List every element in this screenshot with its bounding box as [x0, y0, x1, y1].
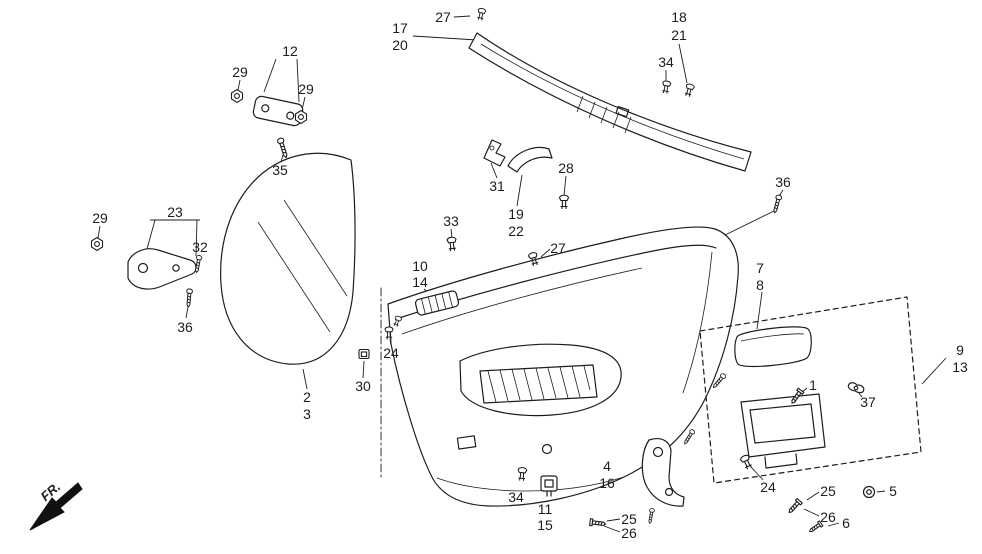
callout-6: 6 — [842, 515, 850, 531]
callout-25: 25 — [820, 483, 836, 499]
panel-cutout — [456, 435, 477, 450]
screw-36-b — [771, 193, 783, 214]
garnish-19-22 — [507, 146, 553, 173]
callout-28: 28 — [558, 160, 574, 176]
callout-3: 3 — [303, 406, 311, 422]
callout-36: 36 — [177, 319, 193, 335]
callout-20: 20 — [392, 37, 408, 53]
pocket-box — [740, 393, 826, 469]
callout-15: 15 — [537, 517, 553, 533]
callout-17: 17 — [392, 20, 408, 36]
callout-29: 29 — [298, 81, 314, 97]
clip-27-top — [475, 7, 487, 22]
callout-11: 11 — [537, 501, 553, 517]
part-11-15 — [540, 475, 558, 497]
callout-19: 19 — [508, 206, 524, 222]
callout-7: 7 — [756, 260, 764, 276]
callout-27: 27 — [435, 9, 451, 25]
quarter-trim-panel — [387, 226, 739, 507]
callout-12: 12 — [282, 43, 298, 59]
screw-25-26-b — [786, 497, 803, 516]
pocket-opening — [479, 364, 598, 404]
grille-10-14 — [414, 290, 460, 316]
callout-26: 26 — [820, 509, 836, 525]
striker-12 — [252, 95, 304, 127]
clip-34-top — [660, 79, 672, 95]
callout-31: 31 — [489, 178, 505, 194]
callout-24: 24 — [383, 345, 399, 361]
callout-2: 2 — [303, 389, 311, 405]
clip-33 — [446, 236, 458, 252]
bracket-31 — [483, 139, 506, 167]
callout-30: 30 — [355, 378, 371, 394]
panel-hole — [541, 443, 553, 455]
grommet-5 — [862, 485, 876, 499]
screw-25-26-a2 — [646, 507, 656, 525]
c-pillar-garnish — [468, 32, 752, 172]
bracket-4-16 — [641, 438, 685, 507]
nut-29-a — [230, 88, 244, 104]
speaker-pocket-assembly — [699, 296, 922, 535]
callout-8: 8 — [756, 277, 764, 293]
callout-16: 16 — [599, 475, 615, 491]
armrest — [459, 343, 622, 417]
callout-36: 36 — [775, 174, 791, 190]
callout-35: 35 — [272, 162, 288, 178]
nut-29-b — [294, 109, 308, 125]
callout-23: 23 — [167, 204, 183, 220]
assembly-boundary — [699, 296, 922, 484]
clip-18-21 — [683, 82, 696, 98]
nut-29-c — [90, 236, 104, 252]
callout-32: 32 — [192, 239, 208, 255]
callout-27: 27 — [550, 240, 566, 256]
callout-18: 18 — [671, 9, 687, 25]
callout-14: 14 — [412, 274, 428, 290]
callout-25: 25 — [621, 511, 637, 527]
callout-29: 29 — [92, 210, 108, 226]
callout-24: 24 — [760, 479, 776, 495]
garnish-hatch — [576, 95, 632, 134]
callout-22: 22 — [508, 223, 524, 239]
fr-arrow — [29, 482, 83, 531]
callout-33: 33 — [443, 213, 459, 229]
callout-5: 5 — [889, 483, 897, 499]
callout-26: 26 — [621, 525, 637, 541]
screw-25-26-a — [589, 518, 607, 528]
bracket-23 — [127, 248, 197, 290]
clip-28 — [558, 194, 570, 210]
callout-10: 10 — [412, 258, 428, 274]
callout-37: 37 — [860, 394, 876, 410]
callout-9: 9 — [956, 342, 964, 358]
grommet-30 — [358, 348, 370, 360]
callout-29: 29 — [232, 64, 248, 80]
screw-36-a — [184, 288, 194, 308]
pocket-lid-7-8 — [734, 326, 812, 368]
quarter-glass — [220, 152, 356, 365]
clip-37 — [847, 382, 865, 394]
pocket-hatch — [487, 365, 591, 403]
callout-1: 1 — [809, 377, 817, 393]
callout-34: 34 — [658, 54, 674, 70]
callout-13: 13 — [952, 359, 968, 375]
callout-21: 21 — [671, 27, 687, 43]
callout-4: 4 — [603, 458, 611, 474]
callout-34: 34 — [508, 489, 524, 505]
